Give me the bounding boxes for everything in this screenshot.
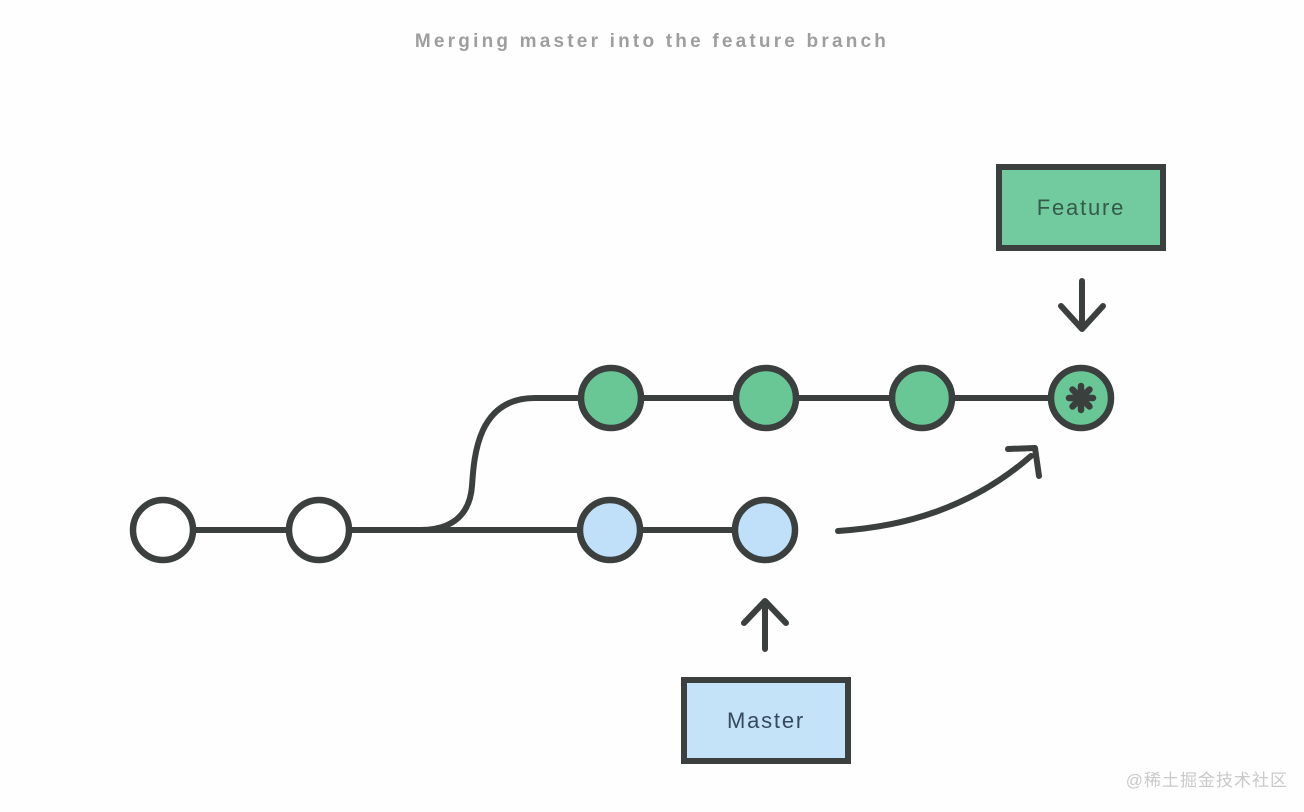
master-branch-label: Master xyxy=(726,707,806,733)
commit-node xyxy=(576,496,644,564)
commit-node xyxy=(731,496,799,564)
commit-node xyxy=(285,496,353,564)
feature-branch-label: Feature xyxy=(1036,194,1126,220)
merge-arrow-head xyxy=(1005,445,1042,479)
master-branch-label-box: Master xyxy=(681,677,851,764)
commit-node xyxy=(129,496,197,564)
merge-star-icon xyxy=(1065,382,1097,414)
master-pointer-arrow xyxy=(741,598,789,652)
diagram-title: Merging master into the feature branch xyxy=(414,31,890,52)
feature-pointer-arrow xyxy=(1058,278,1106,332)
commit-node xyxy=(577,364,645,432)
watermark-text: @稀土掘金技术社区 xyxy=(1125,771,1288,790)
commit-nodes xyxy=(129,364,1115,564)
commit-node xyxy=(732,364,800,432)
branch-off-curve xyxy=(419,395,536,533)
feature-branch-label-box: Feature xyxy=(996,164,1166,251)
merge-arrow-curve xyxy=(835,453,1034,534)
commit-node xyxy=(888,364,956,432)
